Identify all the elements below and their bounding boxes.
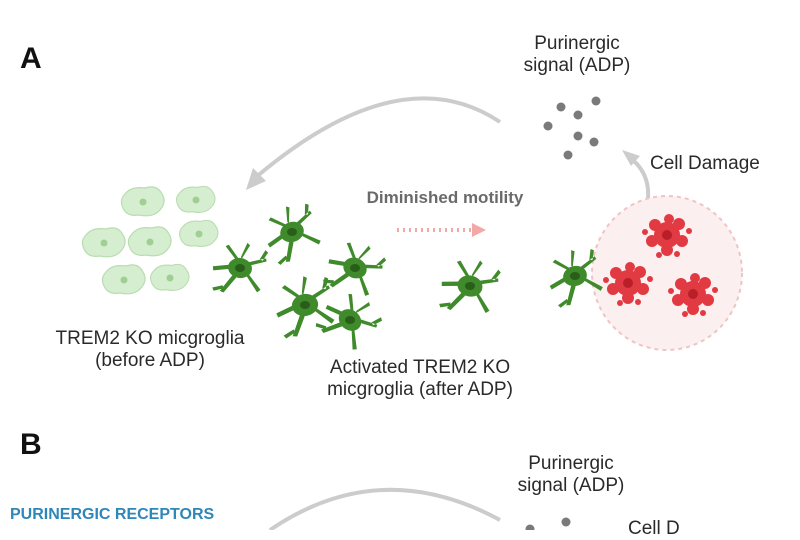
panel-a-letter: A (20, 42, 42, 75)
damage-to-signal-arrow (622, 150, 651, 199)
purinergic-receptors-label: PURINERGIC RECEPTORS (10, 506, 215, 523)
motility-arrow (397, 223, 486, 237)
cell-damage-label: Cell Damage (650, 153, 760, 174)
feedback-arrow-a (246, 96, 502, 190)
adp-dots-b (525, 517, 571, 530)
feedback-arrow-b (268, 487, 501, 530)
activated-microglia-cluster (208, 199, 607, 357)
diminished-motility-label: Diminished motility (366, 188, 524, 207)
damage-zone (591, 195, 743, 351)
activated-microglia-nuclei (235, 228, 580, 324)
before-adp-label: TREM2 KO micgroglia(before ADP) (55, 328, 245, 371)
resting-microglia-nuclei (100, 196, 203, 284)
adp-dots-a (543, 96, 601, 160)
panel-b-letter: B (20, 428, 42, 461)
